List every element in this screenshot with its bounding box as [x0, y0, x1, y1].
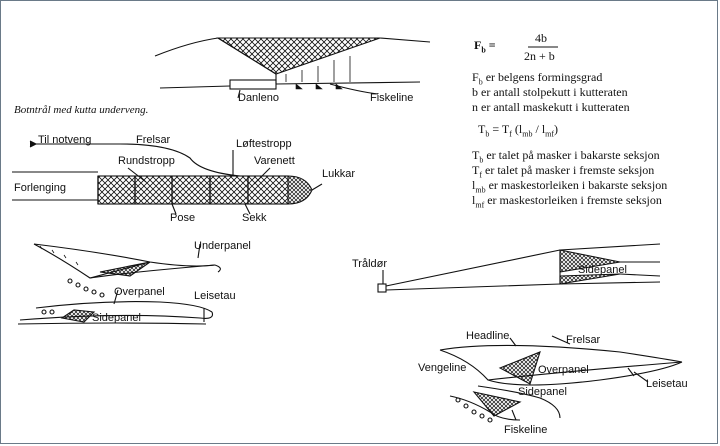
danleno-trawl-drawing [154, 37, 431, 99]
label-rundstropp: Rundstropp [118, 155, 175, 167]
label-sidepanel-left: Sidepanel [92, 312, 141, 324]
label-traldor: Tråldør [352, 258, 388, 270]
definition-row-1: b er antall stolpekutt i kutteraten [472, 85, 628, 99]
label-sidepanel-right: Sidepanel [578, 264, 627, 276]
label-leisetau-left: Leisetau [194, 290, 236, 302]
label-underpanel: Underpanel [194, 240, 251, 252]
label-fiskeline-br: Fiskeline [504, 424, 548, 436]
label-loftestropp: Løftestropp [236, 138, 292, 150]
formula-lhs: Fb = [474, 38, 496, 55]
traldor-sidepanel-drawing [377, 243, 661, 293]
label-pose: Pose [170, 212, 196, 224]
definition-row-0: Fb er belgens formingsgrad [472, 70, 603, 87]
caption: Botntrål med kutta underveng. [14, 104, 149, 116]
label-lukkar: Lukkar [322, 168, 356, 180]
label-vengeline: Vengeline [418, 362, 467, 374]
definition-row-2: n er antall maskekutt i kutteraten [472, 100, 630, 114]
definition2-row-3: lmf er maskestorleiken i fremste seksjon [472, 193, 662, 210]
label-danleno: Danleno [238, 92, 279, 104]
definition2-row-0: Tb er talet på masker i bakarste seksjon [472, 148, 660, 165]
codend-drawing [12, 140, 323, 215]
formula-denominator: 2n + b [524, 49, 555, 63]
label-frelsar-br: Frelsar [566, 334, 601, 346]
definition2-row-2: lmb er maskestorleiken i bakarste seksjo… [472, 178, 668, 195]
definition2-row-1: Tf er talet på masker i fremste seksjon [472, 163, 655, 180]
wings-panels-drawing [17, 243, 221, 325]
label-sidepanel-br: Sidepanel [518, 386, 567, 398]
label-headline: Headline [466, 330, 510, 342]
headline-trawl-drawing [439, 335, 683, 423]
formula-eq2: Tb = Tf (lmb / lmf) [478, 122, 559, 139]
label-sekk: Sekk [242, 212, 267, 224]
label-overpanel-br: Overpanel [538, 364, 589, 376]
label-til-notveng: Til notveng [38, 134, 92, 146]
label-varenett: Varenett [254, 155, 295, 167]
label-forlenging: Forlenging [14, 182, 66, 194]
label-leisetau-br: Leisetau [646, 378, 688, 390]
label-overpanel-left: Overpanel [114, 286, 165, 298]
formula-numerator: 4b [535, 31, 547, 45]
label-fiskeline-top: Fiskeline [370, 92, 414, 104]
label-frelsar-mid: Frelsar [136, 134, 171, 146]
